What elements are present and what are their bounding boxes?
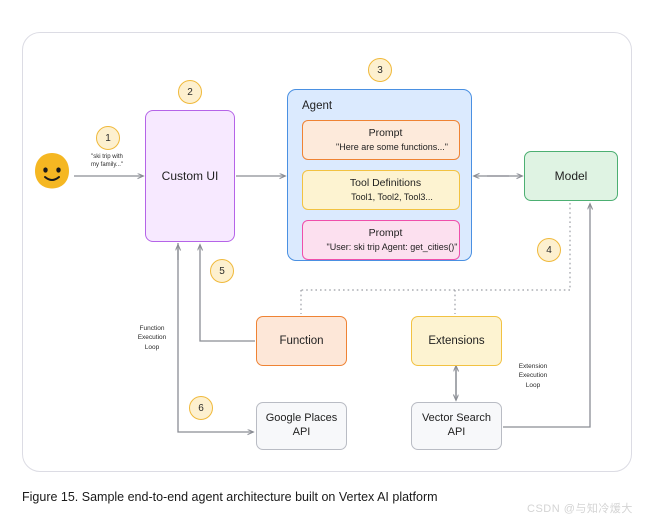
- agent-card-prompt-user[interactable]: Prompt "User: ski trip Agent: get_cities…: [302, 220, 460, 260]
- node-vector-search-api[interactable]: Vector Search API: [411, 402, 502, 450]
- user-message-label: "ski trip with my family...": [90, 154, 124, 169]
- step-badge-3-number: 3: [377, 64, 383, 76]
- step-badge-2-number: 2: [187, 86, 193, 98]
- user-avatar-icon: [35, 153, 69, 189]
- node-agent[interactable]: Agent Prompt "Here are some functions...…: [287, 89, 472, 261]
- figure-caption: Figure 15. Sample end-to-end agent archi…: [22, 490, 438, 504]
- agent-card-subtitle: "Here are some functions...": [336, 142, 448, 153]
- node-function[interactable]: Function: [256, 316, 347, 366]
- step-badge-3: 3: [368, 58, 392, 82]
- node-google-places-api[interactable]: Google Places API: [256, 402, 347, 450]
- step-badge-6-number: 6: [198, 402, 204, 414]
- node-vector-search-api-label: Vector Search API: [421, 412, 492, 438]
- node-extensions-label: Extensions: [428, 334, 485, 347]
- agent-card-title: Prompt: [368, 127, 403, 139]
- function-execution-loop-label: Function Execution Loop: [137, 325, 167, 351]
- node-agent-label: Agent: [302, 100, 333, 112]
- step-badge-2: 2: [178, 80, 202, 104]
- csdn-watermark: CSDN @与知冷煖大: [527, 503, 633, 515]
- node-model-label: Model: [554, 168, 588, 183]
- node-custom-ui[interactable]: Custom UI: [145, 110, 235, 242]
- node-model[interactable]: Model: [524, 151, 618, 201]
- node-custom-ui-label: Custom UI: [161, 168, 219, 183]
- step-badge-4: 4: [537, 238, 561, 262]
- node-function-label: Function: [279, 334, 324, 347]
- agent-card-tool-definitions[interactable]: Tool Definitions Tool1, Tool2, Tool3...: [302, 170, 460, 210]
- step-badge-1-number: 1: [105, 132, 111, 144]
- extension-execution-loop-label: Extension Execution Loop: [518, 363, 548, 389]
- node-google-places-api-label: Google Places API: [265, 412, 338, 438]
- agent-card-title: Tool Definitions: [349, 177, 422, 189]
- node-extensions[interactable]: Extensions: [411, 316, 502, 366]
- step-badge-4-number: 4: [546, 244, 552, 256]
- step-badge-1: 1: [96, 126, 120, 150]
- agent-card-subtitle: "User: ski trip Agent: get_cities()": [326, 242, 458, 253]
- agent-card-title: Prompt: [368, 227, 403, 239]
- step-badge-6: 6: [189, 396, 213, 420]
- agent-card-subtitle: Tool1, Tool2, Tool3...: [351, 192, 433, 203]
- step-badge-5: 5: [210, 259, 234, 283]
- agent-card-prompt-functions[interactable]: Prompt "Here are some functions...": [302, 120, 460, 160]
- step-badge-5-number: 5: [219, 265, 225, 277]
